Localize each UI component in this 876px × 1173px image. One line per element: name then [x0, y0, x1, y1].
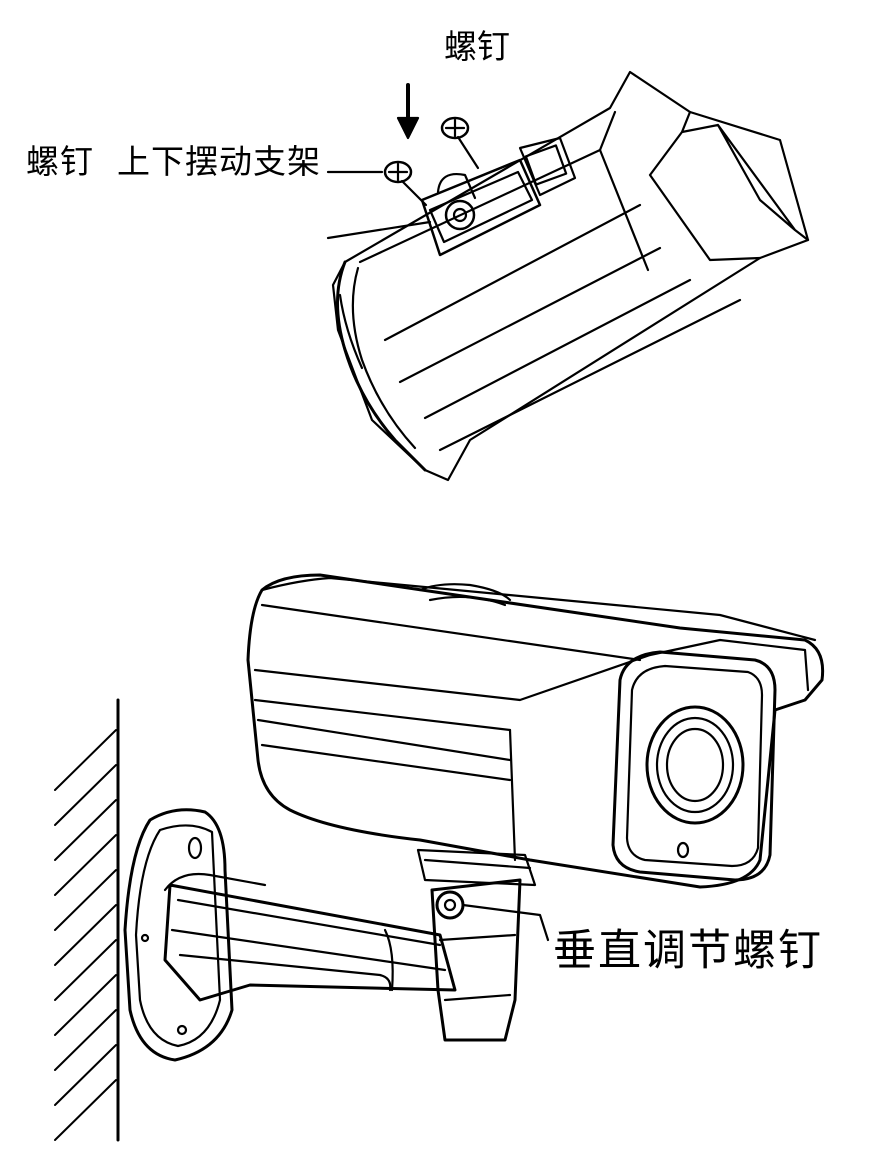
adjust-screw-icon [435, 890, 465, 920]
screw-icon [383, 160, 428, 207]
swing-bracket [420, 158, 542, 257]
housing-line [253, 653, 652, 702]
wall-hatching [54, 729, 117, 1141]
housing-line [260, 743, 512, 782]
screw-and-swing-bracket-label: 螺钉 上下摆动支架 [26, 142, 321, 181]
wall-mount-plate [123, 808, 234, 1062]
down-arrow-icon [396, 83, 420, 140]
leader-line [461, 903, 550, 942]
camera-body-line [423, 278, 692, 420]
camera-body-line [438, 298, 742, 452]
indicator-led [676, 841, 690, 859]
screw-icon [440, 116, 480, 170]
sunshield [648, 110, 810, 262]
mount-hole [176, 1024, 188, 1036]
lens-icon [645, 705, 745, 825]
sunshield [260, 576, 817, 692]
bracket-pivot [444, 199, 476, 231]
housing-line [253, 698, 512, 732]
screw-label: 螺钉 [444, 27, 510, 66]
housing-line [256, 718, 512, 762]
camera-body-line [598, 148, 650, 272]
leader-line [326, 220, 432, 240]
housing-line [508, 728, 517, 862]
camera-body-outline [331, 70, 810, 482]
front-bezel [611, 650, 777, 882]
mount-hole [187, 836, 203, 860]
camera-housing [246, 573, 825, 889]
vertical-adjust-screw-label: 垂直调节螺钉 [553, 926, 823, 976]
bracket-arm [163, 883, 457, 1002]
camera-front-rim-inner [351, 266, 417, 450]
vertical-adjust-joint [430, 878, 522, 1042]
camera-body-line [398, 246, 662, 384]
camera-front-rim [336, 260, 427, 472]
camera-underside-figure [326, 70, 810, 482]
wall-mounted-camera-figure [54, 573, 825, 1142]
camera-body-line [383, 203, 642, 342]
